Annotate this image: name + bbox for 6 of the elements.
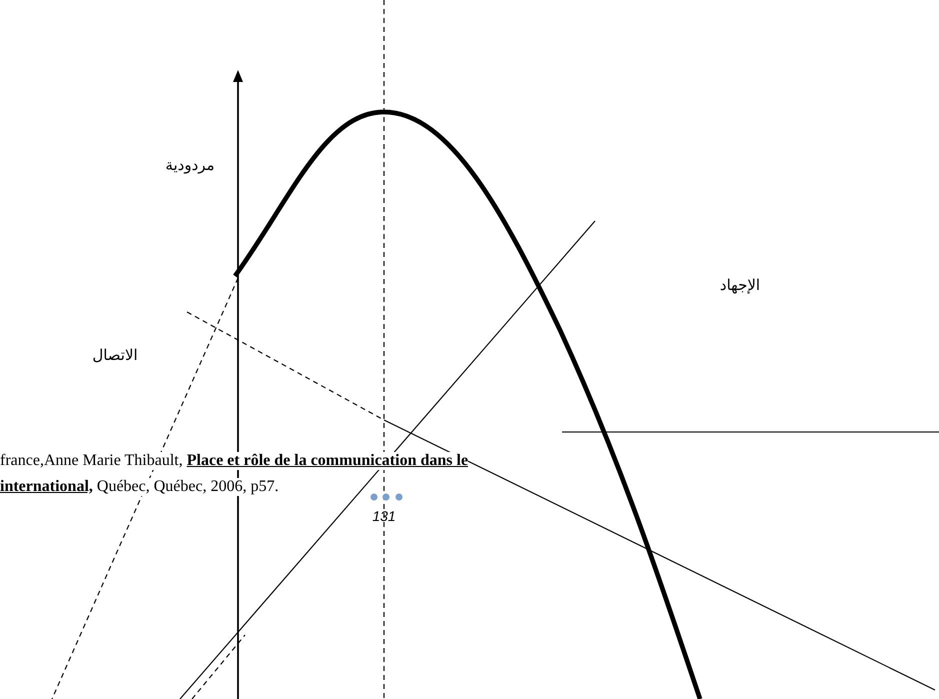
axis-label: مردودية [165, 156, 215, 174]
page-number: 131 [372, 508, 396, 524]
footnote-text: international, Québec, Québec, 2006, p57. [0, 478, 279, 496]
footnote-text: france,Anne Marie Thibault, Place et rôle de la communication dans le [0, 452, 468, 470]
curve-label: الإجهاد [720, 276, 760, 294]
line-label: الاتصال [92, 346, 138, 364]
